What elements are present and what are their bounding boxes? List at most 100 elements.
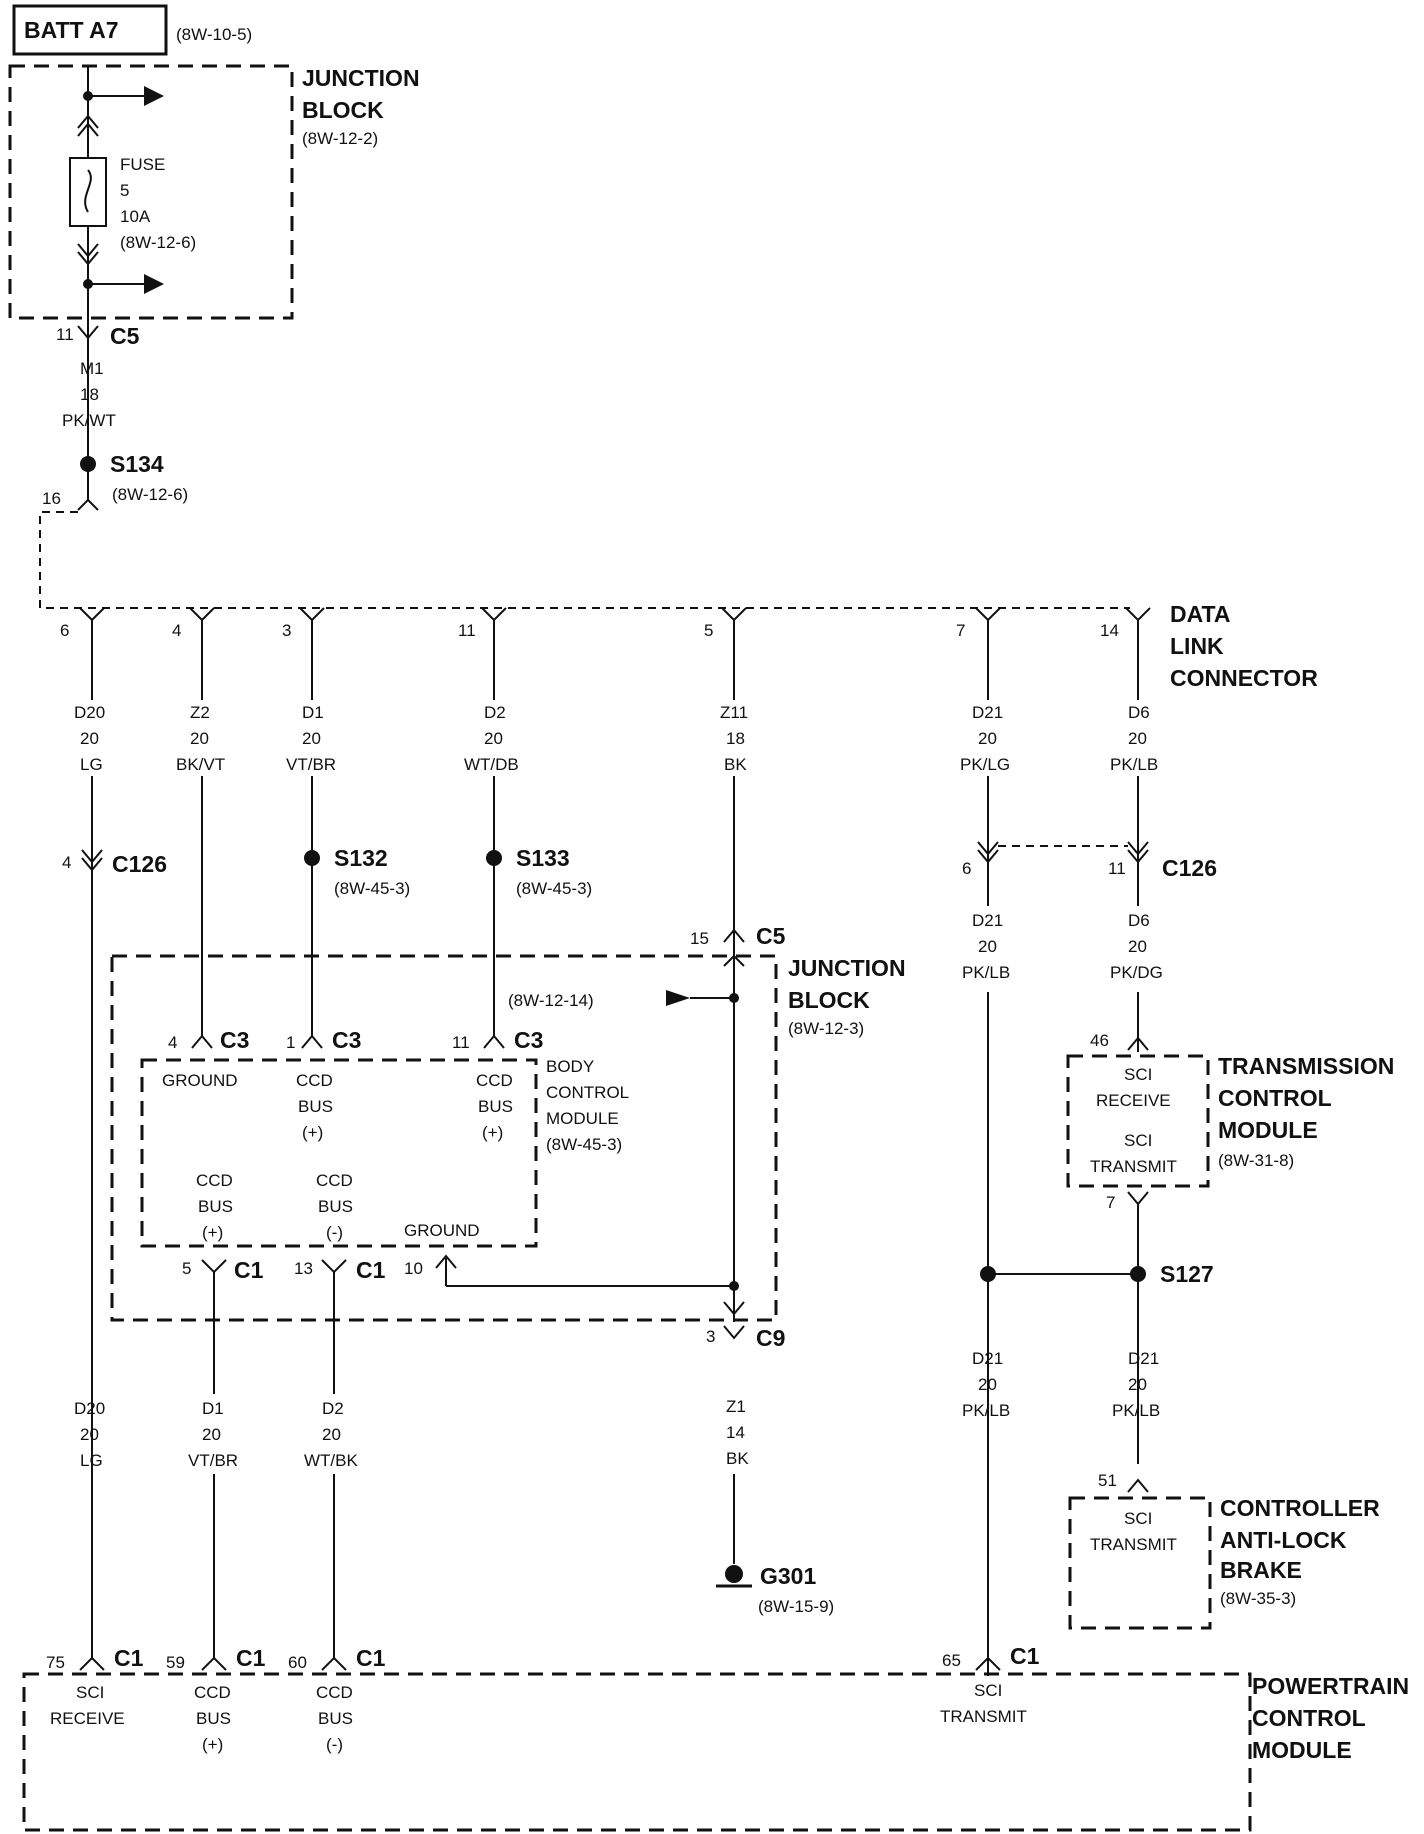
tcm-transmit: TRANSMIT (1090, 1157, 1177, 1176)
c5-top-name: C5 (110, 323, 140, 349)
wire-e-color: PK/LB (962, 1401, 1010, 1420)
s127-name: S127 (1160, 1261, 1214, 1287)
c126-right-wire-a-color: PK/LB (962, 963, 1010, 982)
g301-ref: (8W-15-9) (758, 1597, 834, 1616)
wire-d-gauge: 14 (726, 1423, 745, 1442)
bcm-c1-a-pin: 5 (182, 1259, 191, 1278)
c9-connector (723, 1325, 745, 1340)
junction-block-top-title1: JUNCTION (302, 65, 420, 91)
junction-block-top-title2: BLOCK (302, 97, 384, 123)
cab-connector (1127, 1478, 1149, 1493)
wire-e-gauge: 20 (978, 1375, 997, 1394)
wire-c-gauge: 20 (322, 1425, 341, 1444)
c126-right-name: C126 (1162, 855, 1217, 881)
fuse-number: 5 (120, 181, 129, 200)
wire-e-circuit: D21 (972, 1349, 1003, 1368)
bcm-c3-a (191, 1034, 213, 1049)
c126-right-connector-a (977, 841, 999, 864)
tcm-receive: RECEIVE (1096, 1091, 1171, 1110)
c126-right-wire-b-color: PK/DG (1110, 963, 1163, 982)
cab-title1: CONTROLLER (1220, 1495, 1380, 1521)
pcm-pin-text1: CCD (194, 1683, 231, 1702)
cab-title2: ANTI-LOCK (1220, 1527, 1347, 1553)
dlc-wire-color: WT/DB (464, 755, 519, 774)
c5-top-wire-circuit: M1 (80, 359, 104, 378)
bcm-outline (140, 1058, 538, 1248)
bcm-c3-b-name: C3 (332, 1027, 361, 1053)
c126-right-wire-a-gauge: 20 (978, 937, 997, 956)
bcm-ccd-bottom-b: CCD (316, 1171, 353, 1190)
pcm-pin-text2: RECEIVE (50, 1709, 125, 1728)
dlc-wire-circuit: D6 (1128, 703, 1150, 722)
c126-right-pin-b: 11 (1108, 859, 1126, 878)
c126-right-wire-a-circuit: D21 (972, 911, 1003, 930)
pcm-pin-number: 60 (288, 1653, 307, 1672)
c126-left-name: C126 (112, 851, 167, 877)
cab-transmit: TRANSMIT (1090, 1535, 1177, 1554)
bcm-bus-top-b: BUS (478, 1097, 513, 1116)
s133-name: S133 (516, 845, 570, 871)
bcm-c1-b (321, 1259, 347, 1274)
dlc-wire-circuit: Z11 (720, 703, 748, 722)
dlc-wire-color: BK/VT (176, 755, 225, 774)
cab-pin: 51 (1098, 1471, 1117, 1490)
wire-c-circuit: D2 (322, 1399, 344, 1418)
bcm-plus-top-b: (+) (482, 1123, 503, 1142)
c5-top-pin: 11 (56, 325, 74, 344)
bcm-ground-top-label: GROUND (162, 1071, 238, 1090)
tcm-title1: TRANSMISSION (1218, 1053, 1394, 1079)
bcm-bus-bottom-a: BUS (198, 1197, 233, 1216)
dlc-wire-gauge: 20 (1128, 729, 1147, 748)
bcm-c1-a-name: C1 (234, 1257, 264, 1283)
dlc-wire-gauge: 20 (80, 729, 99, 748)
tcm-pin-out: 7 (1106, 1193, 1115, 1212)
c5-top-connector (77, 318, 99, 464)
bcm-minus-bottom-b: (-) (326, 1223, 343, 1242)
pcm-pin-text1: CCD (316, 1683, 353, 1702)
pcm-c1-name: C1 (236, 1645, 266, 1671)
s133-splice (486, 850, 502, 866)
bcm-c3-a-name: C3 (220, 1027, 249, 1053)
pcm-pin-text3: (-) (326, 1735, 343, 1754)
dlc-pin-number: 4 (172, 621, 181, 640)
dlc-title3: CONNECTOR (1170, 665, 1318, 691)
tcm-outline (1066, 1054, 1210, 1188)
g301-ground (725, 1565, 743, 1583)
dlc-pin-3: 3 D1 20 VT/BR (282, 607, 336, 774)
pcm-c1-name: C1 (114, 1645, 144, 1671)
bcm-c3-c-name: C3 (514, 1027, 543, 1053)
dlc-wire-circuit: D20 (74, 703, 105, 722)
wire-f-gauge: 20 (1128, 1375, 1147, 1394)
pcm-pin-text2: BUS (196, 1709, 231, 1728)
dlc-wire-gauge: 20 (978, 729, 997, 748)
wire-c-color: WT/BK (304, 1451, 358, 1470)
dlc-wire-gauge: 20 (302, 729, 321, 748)
junction-block-top-ref: (8W-12-2) (302, 129, 378, 148)
wire-b-color: VT/BR (188, 1451, 238, 1470)
bcm-ccd-top-b: CCD (476, 1071, 513, 1090)
c9-name: C9 (756, 1325, 785, 1351)
cab-outline (1068, 1496, 1212, 1630)
junction-block-mid-title2: BLOCK (788, 987, 870, 1013)
dlc-wire-circuit: D2 (484, 703, 506, 722)
dlc-wire-color: VT/BR (286, 755, 336, 774)
pcm-pin-text1: SCI (76, 1683, 104, 1702)
bcm-c3-a-pin: 4 (168, 1033, 177, 1052)
pcm-pin-number: 65 (942, 1651, 961, 1670)
pcm-pin-2: 59 C1 CCD BUS (+) (166, 1645, 266, 1754)
s132-name: S132 (334, 845, 388, 871)
pcm-title2: CONTROL (1252, 1705, 1366, 1731)
pcm-c1-name: C1 (356, 1645, 386, 1671)
batt-ref: (8W-10-5) (176, 25, 252, 44)
dlc-ground-bus (39, 511, 1130, 609)
wire-f-circuit: D21 (1128, 1349, 1159, 1368)
g301-name: G301 (760, 1563, 816, 1589)
tcm-title3: MODULE (1218, 1117, 1318, 1143)
pcm-pin-4: 65 C1 SCI TRANSMIT (940, 1643, 1040, 1726)
pcm-title3: MODULE (1252, 1737, 1352, 1763)
tcm-in-connector (1127, 1036, 1149, 1051)
dlc-wire-color: PK/LG (960, 755, 1010, 774)
wire-a-color: LG (80, 1451, 103, 1470)
pcm-pin-number: 75 (46, 1653, 65, 1672)
c5-top-wire-color: PK/WT (62, 411, 116, 430)
